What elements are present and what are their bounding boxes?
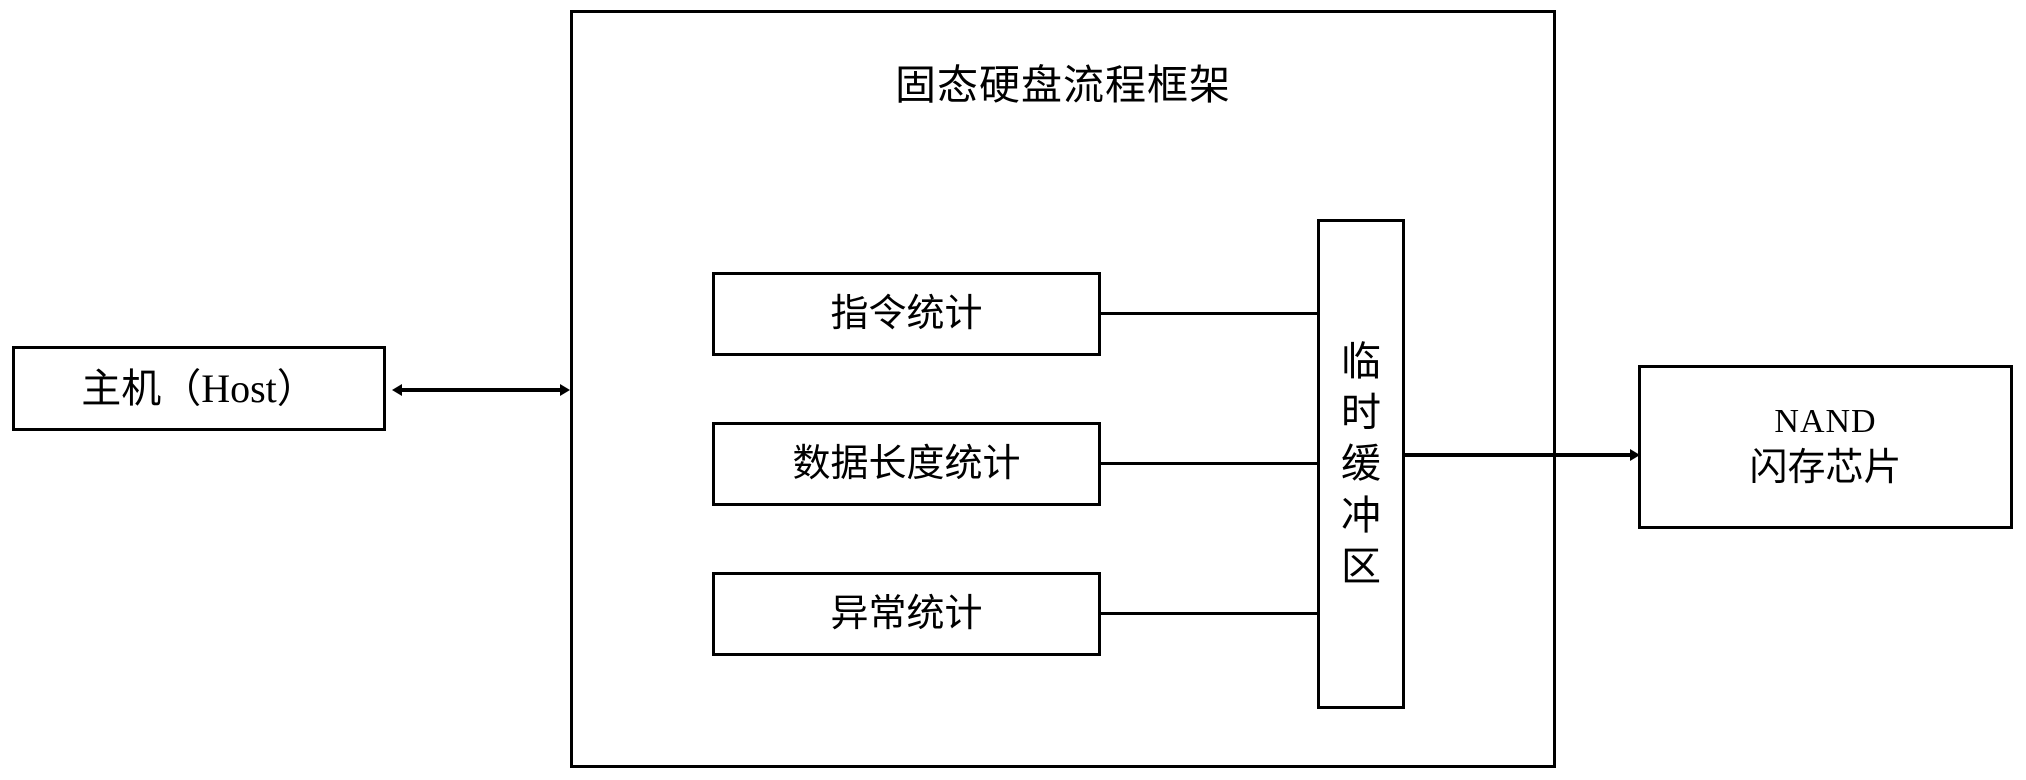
nand-flash-chip-box[interactable]: NAND 闪存芯片 xyxy=(1638,365,2013,529)
stat-box-label: 异常统计 xyxy=(830,592,983,635)
stat-box-command[interactable]: 指令统计 xyxy=(712,272,1101,356)
nand-label-line-2: 闪存芯片 xyxy=(1749,447,1902,490)
stat-box-label: 指令统计 xyxy=(830,292,983,335)
stat-box-exception[interactable]: 异常统计 xyxy=(712,572,1101,656)
buffer-char: 冲 xyxy=(1341,492,1381,538)
temporary-buffer-box[interactable]: 临 时 缓 冲 区 xyxy=(1317,219,1405,709)
host-to-frame-bidirectional-arrow xyxy=(392,384,570,396)
host-box-label: 主机（Host） xyxy=(81,365,317,411)
stat-box-data-length[interactable]: 数据长度统计 xyxy=(712,422,1101,506)
buffer-to-nand-arrow xyxy=(1402,449,1640,461)
connector-line-exception-to-buffer xyxy=(1098,612,1319,615)
nand-label-line-1: NAND xyxy=(1774,403,1877,441)
connector-line-command-to-buffer xyxy=(1098,312,1319,315)
host-box[interactable]: 主机（Host） xyxy=(12,346,386,431)
connector-line-data-length-to-buffer xyxy=(1098,462,1319,465)
buffer-char: 时 xyxy=(1341,390,1381,436)
buffer-char: 临 xyxy=(1341,339,1381,385)
buffer-char: 区 xyxy=(1341,543,1381,589)
framework-title: 固态硬盘流程框架 xyxy=(895,62,1231,108)
stat-box-label: 数据长度统计 xyxy=(792,442,1021,485)
buffer-char: 缓 xyxy=(1341,441,1381,487)
